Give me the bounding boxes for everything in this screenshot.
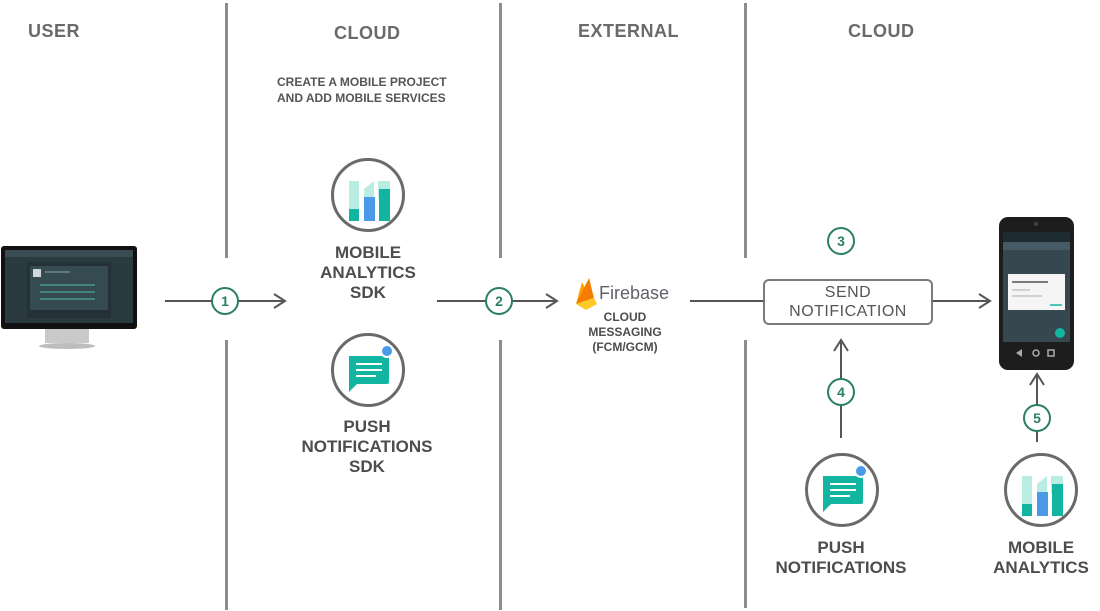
step-3-badge: 3 (827, 227, 855, 255)
create-project-note: CREATE A MOBILE PROJECT AND ADD MOBILE S… (277, 74, 447, 106)
cloud-messaging-label: CLOUD MESSAGING (FCM/GCM) (588, 310, 661, 355)
cloud-messaging-line-1: CLOUD (603, 310, 647, 324)
step-5-badge: 5 (1023, 404, 1051, 432)
mobile-analytics-sdk-line-2: ANALYTICS (320, 263, 416, 282)
step-2-badge: 2 (485, 287, 513, 315)
mobile-analytics-sdk-line-1: MOBILE (334, 243, 402, 262)
push-notifications-sdk-line-3: SDK (349, 457, 385, 476)
push-notification-icon (805, 453, 879, 527)
column-header-cloud-2: CLOUD (848, 21, 915, 41)
arrow-step-1-head (273, 293, 287, 309)
divider-3-top (744, 3, 747, 258)
send-notification-line-1: SEND (824, 284, 872, 301)
column-header-cloud-1: CLOUD (334, 23, 401, 43)
column-header-user: USER (28, 21, 81, 41)
push-notifications-label: PUSH NOTIFICATIONS (776, 538, 907, 578)
push-notifications-line-2: NOTIFICATIONS (775, 558, 907, 577)
create-project-note-line-1: CREATE A MOBILE PROJECT (277, 75, 447, 89)
mobile-analytics-sdk-line-3: SDK (350, 283, 386, 302)
push-notification-icon-sdk (331, 333, 405, 407)
analytics-icon (1004, 453, 1078, 527)
push-notifications-line-1: PUSH (817, 538, 865, 557)
divider-1-bottom (225, 340, 228, 610)
firebase-brand: Firebase (599, 283, 670, 303)
mobile-analytics-line-2: ANALYTICS (993, 558, 1089, 577)
send-notification-box: SEND NOTIFICATION (763, 279, 933, 325)
step-4-badge: 4 (827, 378, 855, 406)
arrow-step-5-head (1029, 372, 1045, 386)
create-project-note-line-2: AND ADD MOBILE SERVICES (277, 91, 446, 105)
arrow-to-phone-head (978, 293, 992, 309)
mobile-analytics-sdk-label: MOBILE ANALYTICS SDK (320, 243, 416, 303)
send-notification-line-2: NOTIFICATION (789, 303, 907, 320)
push-notifications-sdk-line-2: NOTIFICATIONS (301, 437, 433, 456)
mobile-analytics-label: MOBILE ANALYTICS (993, 538, 1089, 578)
cloud-messaging-line-3: (FCM/GCM) (592, 340, 658, 354)
mobile-analytics-line-1: MOBILE (1007, 538, 1075, 557)
column-header-external: EXTERNAL (578, 21, 680, 41)
divider-3-bottom (744, 340, 747, 608)
push-notifications-sdk-label: PUSH NOTIFICATIONS SDK (302, 417, 433, 477)
arrow-step-2-head (545, 293, 559, 309)
arrow-step-4-head (833, 338, 849, 352)
cloud-messaging-line-2: MESSAGING (588, 325, 662, 339)
divider-2-top (499, 3, 502, 258)
push-notifications-sdk-line-1: PUSH (343, 417, 391, 436)
step-1-badge: 1 (211, 287, 239, 315)
divider-2-bottom (499, 340, 502, 610)
analytics-icon-sdk (331, 158, 405, 232)
divider-1-top (225, 3, 228, 258)
